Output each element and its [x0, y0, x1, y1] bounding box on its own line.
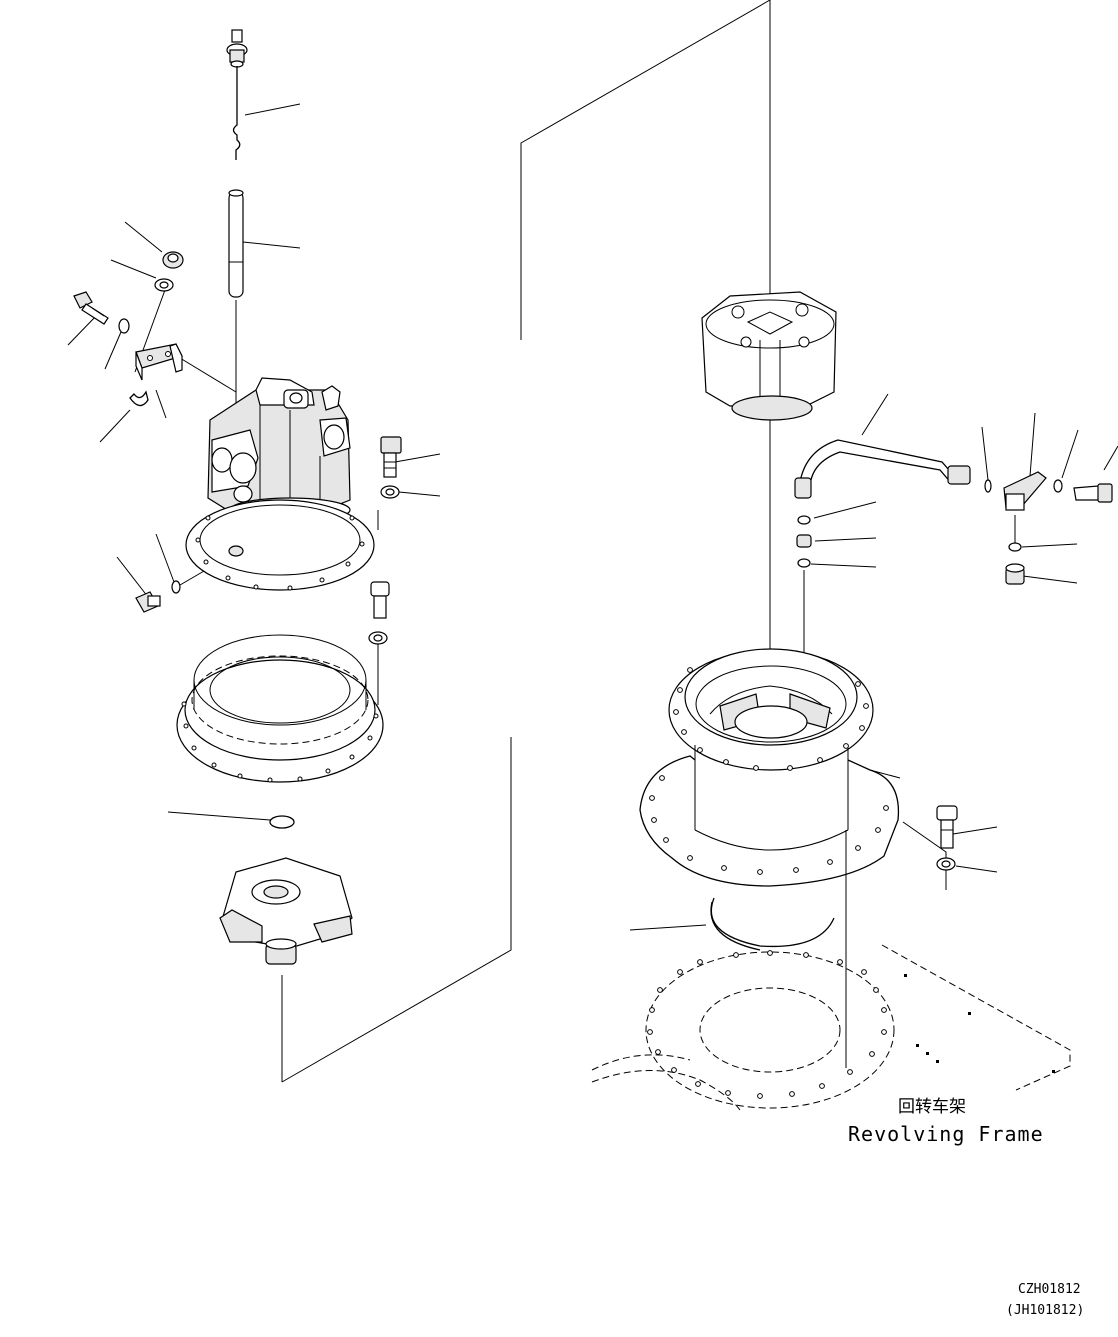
housing-washer [936, 857, 956, 871]
flange-bottom-bolt-holes [649, 775, 889, 875]
planetary-carrier [219, 857, 353, 965]
case-mount-bolt [370, 581, 390, 619]
flange-bolt-holes [195, 515, 365, 591]
motor-mount-bolt [380, 436, 402, 478]
drawing-code-primary: CZH01812 [1018, 1282, 1081, 1297]
housing-top-bolt-holes [673, 667, 869, 771]
dipstick-gauge [226, 29, 248, 160]
clamp-bolt [73, 291, 109, 325]
hose-adapter [796, 534, 812, 548]
motor-mount-washer [380, 485, 400, 499]
hose-clamp-washer [1053, 479, 1063, 493]
hook-clip [129, 390, 149, 407]
housing-bolt [936, 805, 958, 849]
pinion-carrier [701, 291, 837, 421]
clamp-washer [154, 278, 174, 292]
case-o-ring [269, 815, 295, 829]
elbow-fitting [1005, 563, 1025, 585]
drain-hose [794, 439, 971, 499]
spring-washer [118, 318, 130, 334]
drawing-code-secondary: (JH101812) [1006, 1303, 1084, 1318]
elbow-o-ring [1008, 542, 1022, 552]
pipe-clamp-bracket [135, 343, 183, 381]
hose-o-ring-lower [797, 558, 811, 568]
plug-o-ring [171, 580, 181, 594]
clamp-nut [162, 251, 184, 269]
case-bolt-holes [181, 701, 379, 783]
case-mount-washer [368, 631, 388, 645]
hose-clamp-bracket [1003, 471, 1047, 511]
revolving-frame [591, 944, 1071, 1111]
hose-clamp-bolt [1073, 483, 1113, 503]
motor-flange [185, 499, 375, 591]
housing-flange [639, 755, 901, 887]
hose-clamp-o-ring [984, 479, 992, 493]
drain-plug [135, 591, 161, 613]
gauge-pipe [228, 189, 244, 298]
frame-locator-dots [904, 974, 1055, 1073]
housing-o-ring [710, 897, 835, 951]
frame-label-english: Revolving Frame [848, 1122, 1044, 1146]
hose-o-ring-upper [797, 515, 811, 525]
ring-gear-case [176, 634, 384, 783]
frame-label-chinese: 回转车架 [898, 1097, 966, 1117]
swing-housing [668, 648, 874, 851]
frame-bolt-holes [647, 950, 887, 1099]
